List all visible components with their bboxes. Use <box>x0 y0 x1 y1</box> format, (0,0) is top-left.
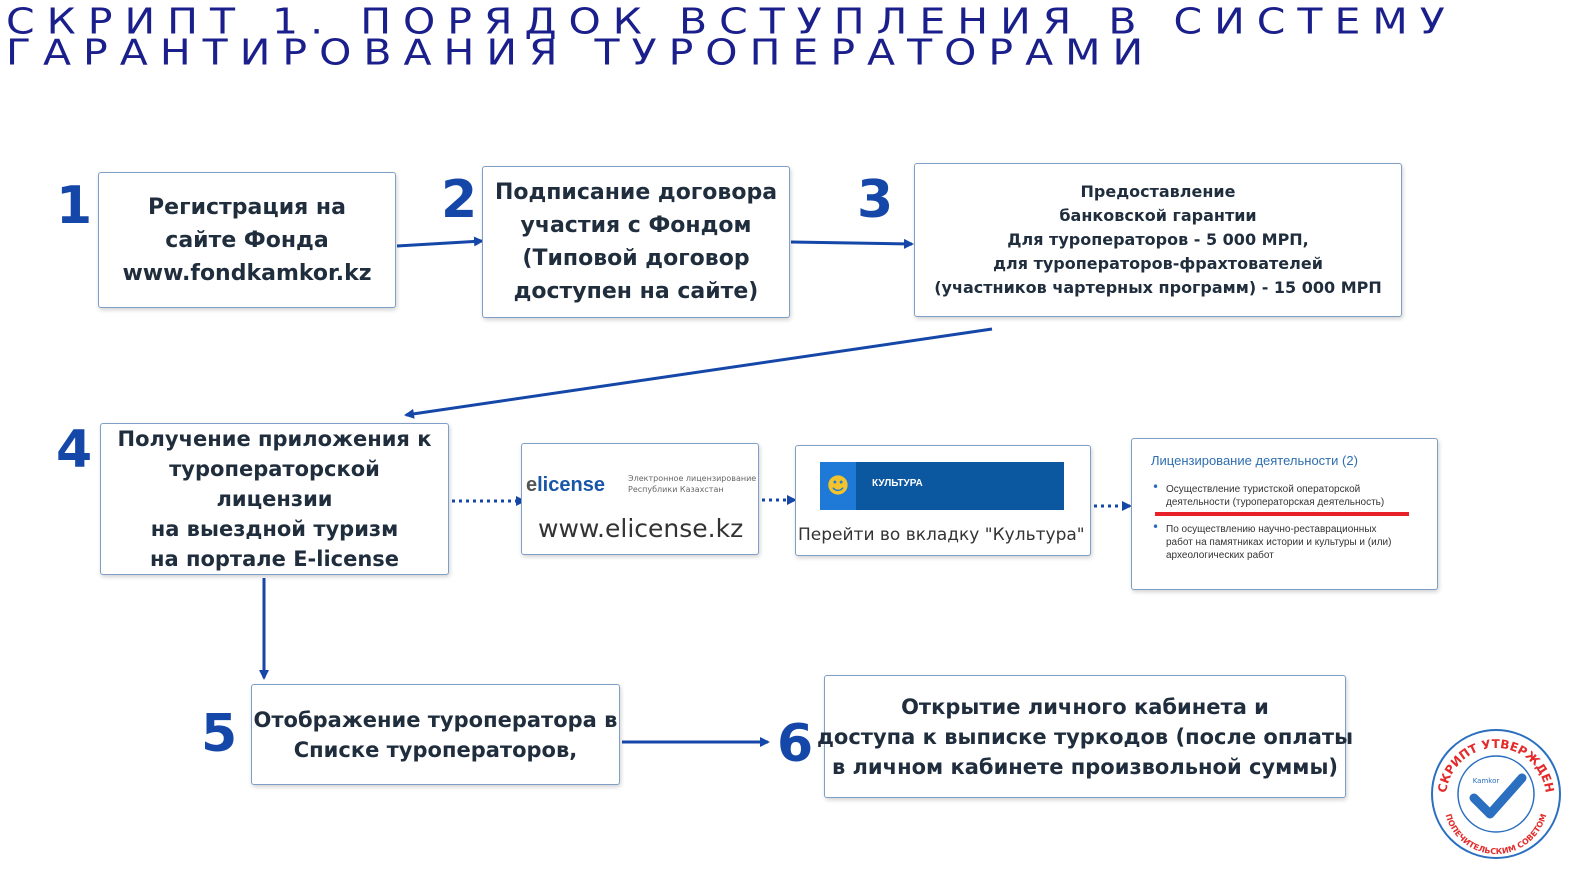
approval-stamp: СКРИПТ УТВЕРЖДЕН ПОПЕЧИТЕЛЬСКИМ СОВЕТОМ … <box>1431 729 1561 859</box>
step-1-line: www.fondkamkor.kz <box>122 260 372 286</box>
bullet-icon: • <box>1152 480 1160 494</box>
page-title-line-2: гарантирования туроператорами <box>6 31 1156 74</box>
elicense-card: elicense Электронное лицензирование Респ… <box>521 443 759 555</box>
step-1-box: Регистрация на сайте Фонда www.fondkamko… <box>98 172 396 308</box>
arrow-1-to-2 <box>396 236 484 248</box>
elicense-logo: elicense <box>526 474 605 497</box>
step-4-line: на портале E-license <box>149 547 400 571</box>
step-3-line: банковской гарантии <box>1059 206 1257 225</box>
step-5-line: Отображение туроператора в <box>253 707 618 732</box>
highlight-underline <box>1155 512 1409 516</box>
page-title-line-1: Скрипт 1. Порядок вступления в систему <box>6 0 1457 43</box>
licensing-title: Лицензирование деятельности (2) <box>1151 453 1358 468</box>
step-2-line: участия с Фондом <box>520 213 752 238</box>
elicense-logo-e: e <box>526 474 538 496</box>
step-2-box: Подписание договора участия с Фондом (Ти… <box>482 166 790 318</box>
step-4-number: 4 <box>56 420 93 480</box>
step-2-line: доступен на сайте) <box>513 279 759 304</box>
kultura-tab[interactable]: ☻ КУЛЬТУРА <box>820 462 1064 510</box>
arrow-3-to-4 <box>404 327 993 419</box>
licensing-item-restoration[interactable]: По осуществлению научно-реставрационных … <box>1166 523 1391 562</box>
step-1-line: сайте Фонда <box>165 227 329 253</box>
kultura-tab-label: КУЛЬТУРА <box>872 478 923 489</box>
licensing-item-line: деятельности (туроператорская деятельнос… <box>1166 497 1385 508</box>
step-3-line: Для туроператоров - 5 000 МРП, <box>1007 230 1309 249</box>
elicense-subtitle: Электронное лицензирование Республики Ка… <box>628 474 757 494</box>
elicense-url[interactable]: www.elicense.kz <box>538 514 744 543</box>
kultura-card: ☻ КУЛЬТУРА Перейти во вкладку "Культура" <box>795 445 1091 556</box>
step-3-line: Предоставление <box>1080 182 1236 201</box>
licensing-item-line: Осуществление туристской операторской <box>1166 484 1361 495</box>
checkmark-icon <box>1469 773 1527 819</box>
licensing-card: Лицензирование деятельности (2) • Осущес… <box>1131 438 1438 590</box>
step-4-line: лицензии <box>216 487 333 511</box>
step-2-number: 2 <box>441 170 478 230</box>
step-3-line: (участников чартерных программ) - 15 000… <box>934 278 1382 297</box>
licensing-item-tour-operator[interactable]: Осуществление туристской операторской де… <box>1166 483 1384 509</box>
step-3-number: 3 <box>857 170 894 230</box>
arrow-2-to-3 <box>790 238 914 249</box>
elicense-logo-text: license <box>537 474 605 496</box>
step-1-line: Регистрация на <box>148 194 346 220</box>
step-5-line: Списке туроператоров, <box>293 737 578 762</box>
step-2-line: (Типовой договор <box>522 246 750 271</box>
step-1-number: 1 <box>56 176 93 236</box>
page-title: Скрипт 1. Порядок вступления в систему г… <box>6 0 1457 74</box>
theater-masks-icon: ☻ <box>820 462 856 510</box>
step-6-line: доступа к выписке туркодов (после оплаты <box>816 724 1354 749</box>
step-6-line: Открытие личного кабинета и <box>901 694 1269 719</box>
bullet-icon: • <box>1152 520 1160 534</box>
step-6-line: в личном кабинете произвольной суммы) <box>831 754 1339 779</box>
step-2-line: Подписание договора <box>494 180 778 205</box>
step-5-box: Отображение туроператора в Списке туропе… <box>251 684 620 785</box>
licensing-item-line: работ на памятниках истории и культуры и… <box>1166 537 1392 548</box>
step-5-number: 5 <box>201 704 238 764</box>
licensing-item-line: По осуществлению научно-реставрационных <box>1166 524 1377 535</box>
step-6-number: 6 <box>777 714 814 774</box>
step-3-line: для туроператоров-фрахтователей <box>993 254 1323 273</box>
kultura-caption: Перейти во вкладку "Культура" <box>798 525 1085 545</box>
step-4-line: туроператорской <box>169 457 380 481</box>
step-4-line: на выездной туризм <box>150 517 399 541</box>
step-4-box: Получение приложения к туроператорской л… <box>100 423 449 575</box>
step-3-box: Предоставление банковской гарантии Для т… <box>914 163 1402 317</box>
stamp-brand: Kamkor <box>1473 777 1500 785</box>
step-4-line: Получение приложения к <box>117 427 432 451</box>
step-6-box: Открытие личного кабинета и доступа к вы… <box>817 675 1353 798</box>
licensing-item-line: археологических работ <box>1166 550 1274 561</box>
